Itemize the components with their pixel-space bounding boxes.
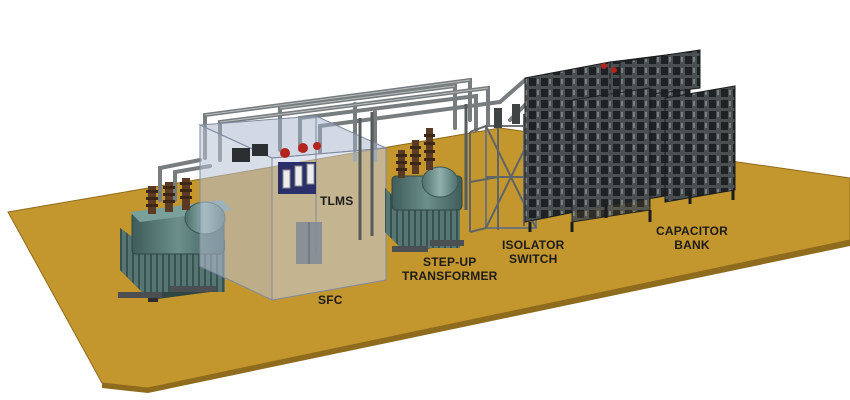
step-up-transformer-label: STEP-UP TRANSFORMER [402,255,498,283]
capacitor-bank [524,49,736,232]
capacitor-bank-label: CAPACITOR BANK [656,224,728,252]
sfc-enclosure [198,115,388,301]
isolator-line2: SWITCH [508,252,558,266]
isolator-line1: ISOLATOR [502,238,565,252]
tlms-label: TLMS [320,194,353,208]
capacitor-line2: BANK [674,238,710,252]
step-up-transformer [358,104,468,252]
busbar-highlights [204,79,489,123]
step-up-line1: STEP-UP [423,255,477,269]
isolator-switch-label: ISOLATOR SWITCH [502,238,565,266]
capacitor-line1: CAPACITOR [656,224,729,238]
tlms-label-text: TLMS [320,194,354,208]
tlms-equipment [232,142,321,194]
sfc-label: SFC [318,293,343,307]
step-up-line2: TRANSFORMER [402,269,498,283]
sfc-label-text: SFC [318,293,343,307]
